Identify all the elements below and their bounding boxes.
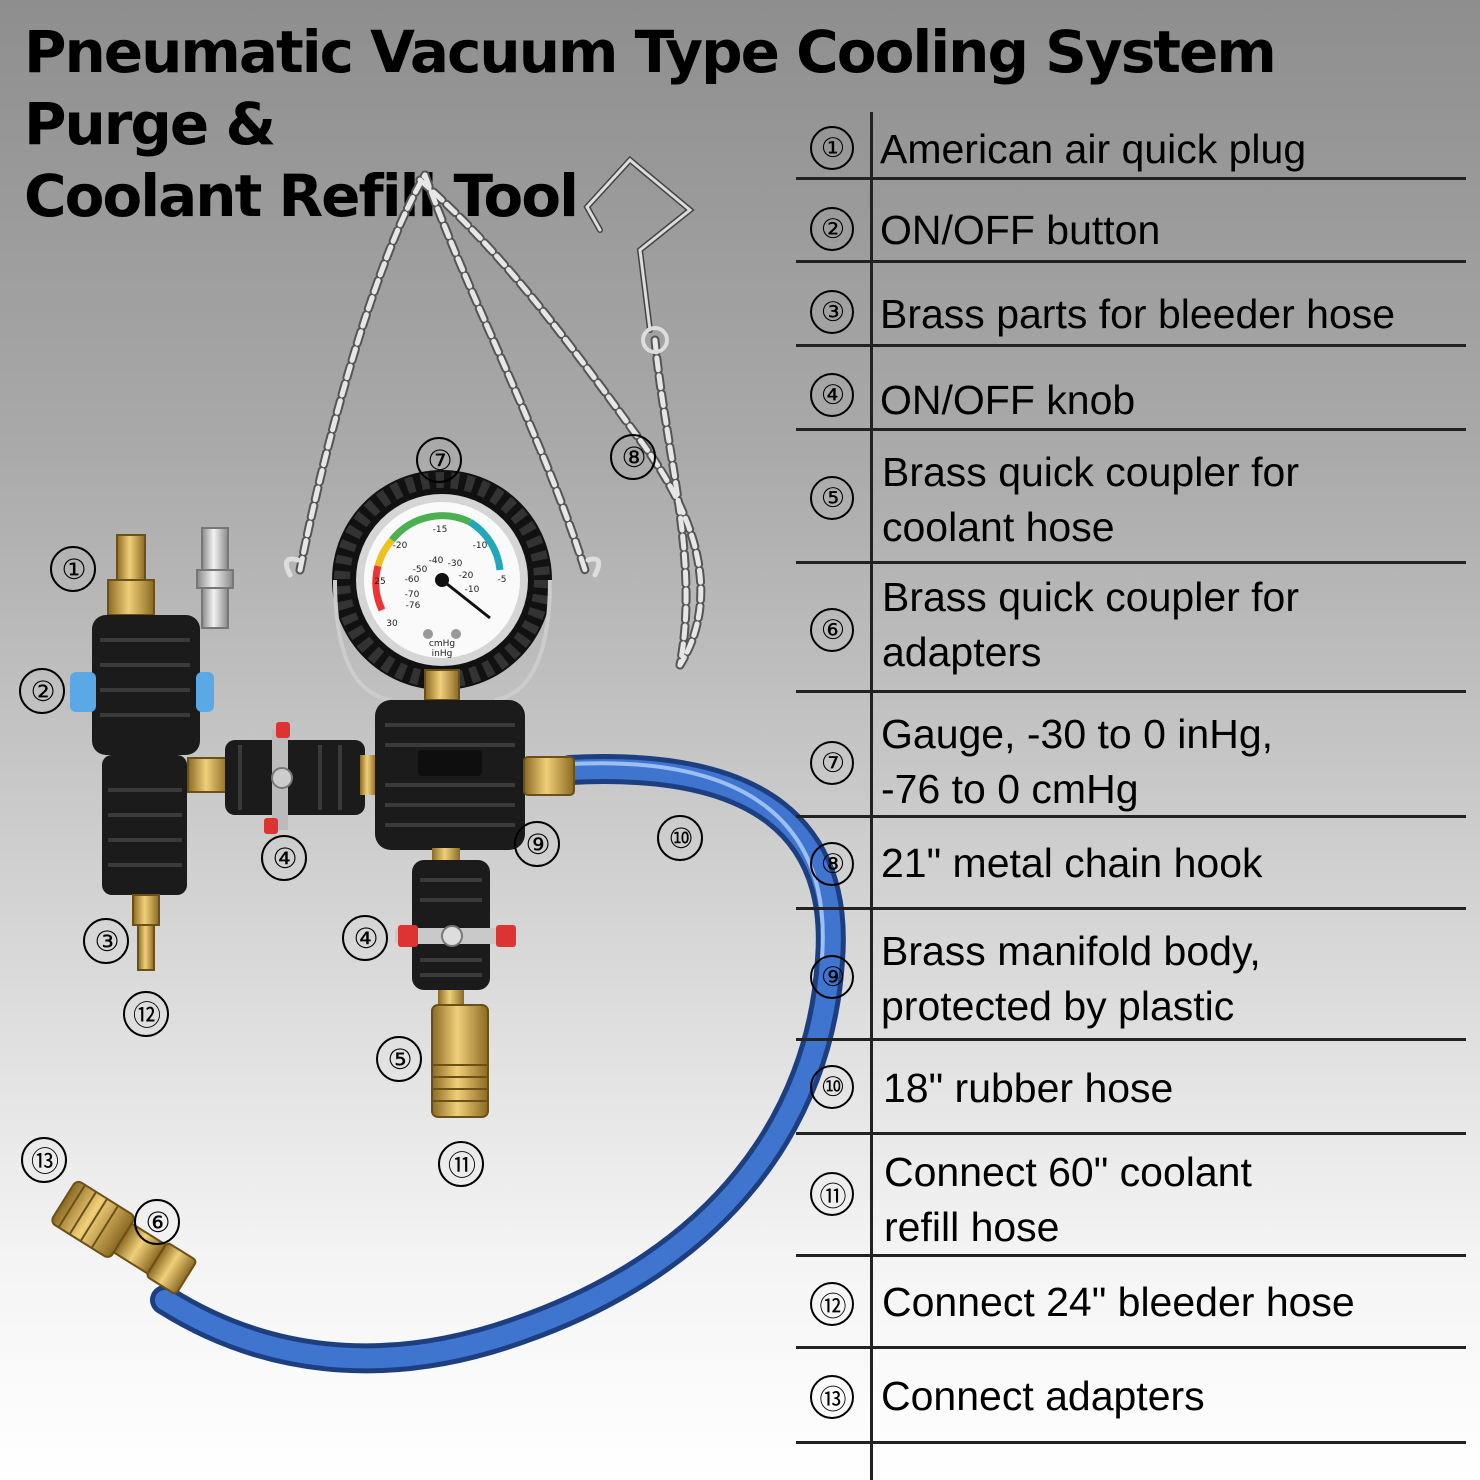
callout-8: ⑧ <box>610 434 656 480</box>
legend-text: ON/OFF button <box>880 207 1161 253</box>
callout-4b: ④ <box>342 915 388 961</box>
legend-number: ⑧ <box>810 842 854 886</box>
legend-rule <box>796 1441 1466 1444</box>
gauge-tick-label: -10 <box>473 541 488 551</box>
legend-divider <box>870 112 873 1480</box>
legend-text: Brass quick coupler for coolant hose <box>882 449 1300 550</box>
legend-text: Connect adapters <box>881 1373 1205 1419</box>
legend-number: ⑪ <box>810 1172 854 1216</box>
legend-rule <box>796 907 1466 910</box>
gauge-tick-label: -76 <box>406 601 421 611</box>
s-hook <box>583 155 695 333</box>
legend-rule <box>796 1346 1466 1349</box>
legend-rule <box>796 177 1466 180</box>
center-manifold <box>360 700 575 1118</box>
legend-number: ⑨ <box>810 955 854 999</box>
legend-number: ⑥ <box>810 608 854 652</box>
title-line-1: Pneumatic Vacuum Type Cooling System Pur… <box>24 18 1277 158</box>
gauge-tick-label: -50 <box>413 565 428 575</box>
gauge-tick-label: -5 <box>498 575 507 585</box>
callout-12: ⑫ <box>123 991 169 1037</box>
legend-rule <box>796 815 1466 818</box>
horizontal-valve <box>187 722 365 834</box>
legend-number: ③ <box>810 290 854 334</box>
legend-number: ② <box>810 207 854 251</box>
callout-10: ⑩ <box>657 815 703 861</box>
vacuum-gauge: -20 -15 -10 -5 25 30 -40 -30 -20 -10 -50… <box>332 470 552 702</box>
legend-row: ⑩ 18" rubber hose <box>796 1041 1466 1135</box>
legend-text: 18" rubber hose <box>883 1065 1174 1111</box>
callout-6: ⑥ <box>134 1199 180 1245</box>
gauge-tick-label: -10 <box>465 585 480 595</box>
callout-7: ⑦ <box>416 437 462 483</box>
callout-4a: ④ <box>261 835 307 881</box>
legend-row: ④ ON/OFF knob <box>796 347 1466 431</box>
gauge-tick-label: -20 <box>393 541 408 551</box>
legend-rule <box>796 1132 1466 1135</box>
legend-text: American air quick plug <box>880 126 1307 172</box>
legend-text: 21" metal chain hook <box>881 840 1263 886</box>
callout-13: ⑬ <box>21 1137 67 1183</box>
legend-row: ⑪ Connect 60" coolant refill hose <box>796 1135 1466 1257</box>
legend-row: ⑨ Brass manifold body, protected by plas… <box>796 910 1466 1041</box>
gauge-unit-label: inHg <box>432 649 453 659</box>
legend-number: ④ <box>810 373 854 417</box>
legend-number: ⑤ <box>810 476 854 520</box>
gauge-tick-label: -60 <box>405 575 420 585</box>
gauge-tick-label: -20 <box>459 571 474 581</box>
legend-text: ON/OFF knob <box>880 377 1136 423</box>
gauge-tick-label: 30 <box>386 619 398 629</box>
legend-rule <box>796 1254 1466 1257</box>
legend-rule <box>796 561 1466 564</box>
title-line-2: Coolant Refill Tool <box>24 162 579 230</box>
legend-rule <box>796 344 1466 347</box>
legend-number: ⑦ <box>810 741 854 785</box>
legend-text: Connect 24" bleeder hose <box>882 1279 1355 1325</box>
legend-rule <box>796 690 1466 693</box>
legend-row: ① American air quick plug <box>796 112 1466 180</box>
callout-5: ⑤ <box>376 1036 422 1082</box>
callout-2: ② <box>19 668 65 714</box>
legend-text: Gauge, -30 to 0 inHg, -76 to 0 cmHg <box>881 711 1274 812</box>
legend-number: ⑫ <box>810 1282 854 1326</box>
legend-row: ⑫ Connect 24" bleeder hose <box>796 1257 1466 1349</box>
callout-3: ③ <box>83 918 129 964</box>
legend-row: ⑦ Gauge, -30 to 0 inHg, -76 to 0 cmHg <box>796 693 1466 818</box>
legend-number: ⑬ <box>810 1375 854 1419</box>
legend-row: ⑧ 21" metal chain hook <box>796 818 1466 910</box>
legend-text: Brass quick coupler for adapters <box>882 574 1300 675</box>
legend-text: Brass parts for bleeder hose <box>880 291 1396 337</box>
left-valve-block <box>70 534 214 971</box>
spare-air-plug <box>196 527 234 629</box>
gauge-needle <box>441 578 491 620</box>
legend-row: ③ Brass parts for bleeder hose <box>796 263 1466 347</box>
gauge-tick-label: -70 <box>405 590 420 600</box>
gauge-tick-label: -40 <box>429 556 444 566</box>
legend-text: Brass manifold body, protected by plasti… <box>881 928 1261 1029</box>
gauge-tick-label: -30 <box>448 559 463 569</box>
legend-number: ① <box>810 126 854 170</box>
legend-number: ⑩ <box>810 1065 854 1109</box>
gauge-tick-label: 25 <box>374 577 385 587</box>
legend-row: ② ON/OFF button <box>796 180 1466 263</box>
legend-rule <box>796 428 1466 431</box>
legend-row: ⑤ Brass quick coupler for coolant hose <box>796 431 1466 564</box>
legend-rule <box>796 1038 1466 1041</box>
callout-1: ① <box>50 546 96 592</box>
gauge-tick-label: -15 <box>433 525 448 535</box>
legend-text: Connect 60" coolant refill hose <box>884 1149 1252 1250</box>
parts-legend: ① American air quick plug ② ON/OFF butto… <box>796 112 1466 1480</box>
legend-rule <box>796 260 1466 263</box>
brass-coupler-adapters <box>51 1180 197 1295</box>
gauge-unit-label: cmHg <box>429 639 455 649</box>
chain-hook <box>283 155 706 670</box>
legend-row: ⑬ Connect adapters <box>796 1349 1466 1444</box>
callout-11: ⑪ <box>438 1141 484 1187</box>
callout-9: ⑨ <box>514 821 560 867</box>
page-title: Pneumatic Vacuum Type Cooling System Pur… <box>24 16 1424 232</box>
legend-row: ⑥ Brass quick coupler for adapters <box>796 564 1466 693</box>
